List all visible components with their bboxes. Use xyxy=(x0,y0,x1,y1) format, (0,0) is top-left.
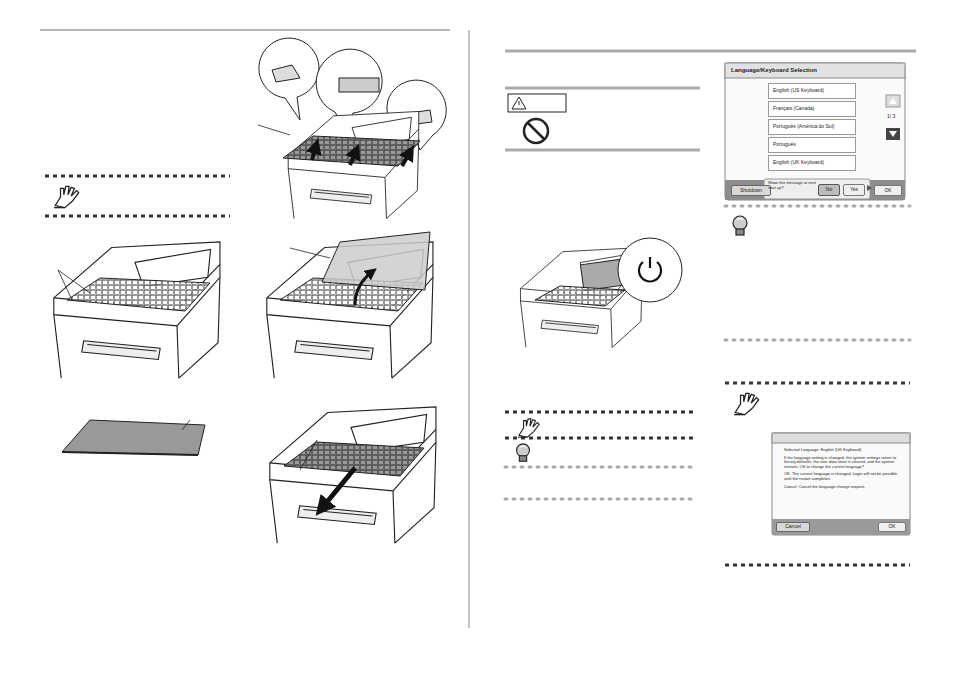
screen-button: Shutdown xyxy=(731,185,771,196)
screen-text: Language/Keyboard Selection xyxy=(731,67,905,74)
screen-text: No xyxy=(826,187,832,193)
screen-button: Cancel xyxy=(776,522,810,532)
screen-text: OK xyxy=(888,524,895,530)
screen-button: OK xyxy=(878,522,906,532)
page-counter: 1/ 3 xyxy=(887,114,907,120)
list-item: Français (Canada) xyxy=(768,101,856,117)
screen-text: English (UK Keyboard) xyxy=(773,160,824,166)
screen-button: Yes xyxy=(843,184,865,196)
screen-button: No xyxy=(818,184,840,196)
list-item: English (US Keyboard) xyxy=(768,83,856,99)
dialog-text: Selected Language: English (UK Keyboard) xyxy=(784,448,902,453)
list-item: Português xyxy=(768,137,856,153)
dialog-text: If the language setting is changed, the … xyxy=(784,456,902,470)
dialog-text: OK: The current language is changed. Log… xyxy=(784,472,902,481)
screen-text: Português xyxy=(773,142,796,148)
screen-text: Cancel xyxy=(785,524,801,530)
screen-text: English (US Keyboard) xyxy=(773,88,824,94)
screen-button: OK xyxy=(874,185,902,196)
screen-text: OK xyxy=(884,188,891,194)
screen-text: Shutdown xyxy=(740,188,762,194)
screen-text: Yes xyxy=(850,187,858,193)
list-item: Português (América do Sul) xyxy=(768,119,856,135)
screen-panel: Language/Keyboard SelectionEnglish (US K… xyxy=(725,63,905,200)
screen-text: Français (Canada) xyxy=(773,106,814,112)
screen-panel: Selected Language: English (UK Keyboard)… xyxy=(772,433,910,535)
screen-text: Português (América do Sul) xyxy=(773,124,834,130)
prompt-text: Show this message at next start up? xyxy=(768,181,816,190)
list-item: English (UK Keyboard) xyxy=(768,155,856,171)
dialog-text: Cancel: Cancel the language change reque… xyxy=(784,485,902,490)
